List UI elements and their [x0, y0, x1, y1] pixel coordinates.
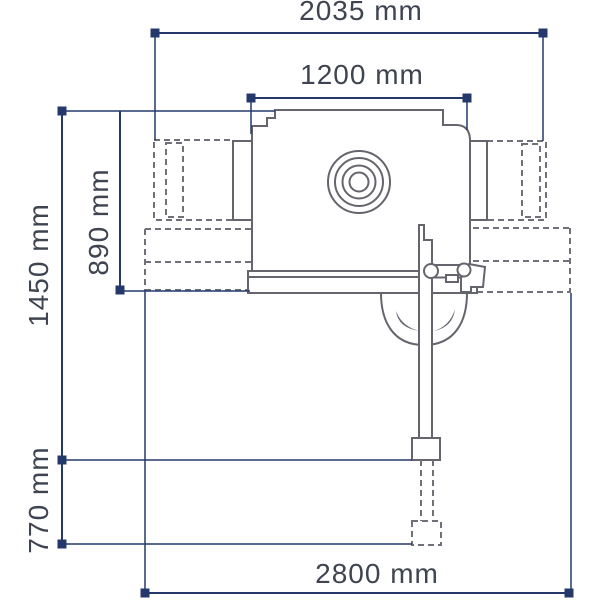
- dim-line-2800: [140, 588, 574, 598]
- pivot-circle-left: [423, 263, 439, 279]
- spindle-rings: [327, 150, 391, 214]
- support-arm: [418, 224, 433, 439]
- dim-line-1450: [57, 106, 67, 465]
- blade-wings: [396, 309, 455, 331]
- dim-label-table-height: 890 mm: [83, 168, 114, 276]
- extension-lines: [62, 37, 572, 593]
- dim-line-890: [115, 111, 125, 295]
- pivot-circle-right: [456, 262, 472, 278]
- left-table-tab: [232, 140, 253, 221]
- lower-left-dashed-slider: [144, 228, 252, 291]
- dim-label-overall-width: 2800 mm: [315, 558, 439, 589]
- dim-label-top-width: 2035 mm: [299, 0, 423, 26]
- dim-line-770: [57, 460, 67, 549]
- support-foot-block: [411, 437, 441, 461]
- dim-label-upper-width: 1200 mm: [300, 59, 424, 90]
- dim-line-2035: [150, 28, 548, 38]
- support-foot-dashed: [411, 460, 442, 546]
- dim-line-1200: [246, 93, 472, 103]
- pivot-linkage: [423, 262, 487, 293]
- right-table-tab: [469, 140, 488, 221]
- upper-left-dashed-slider: [153, 139, 234, 221]
- dim-label-overall-height: 1450 mm: [23, 203, 54, 327]
- upper-right-dashed-slider: [486, 140, 547, 221]
- dim-label-leg-extension: 770 mm: [23, 446, 54, 554]
- lower-right-dashed-slider: [473, 227, 571, 293]
